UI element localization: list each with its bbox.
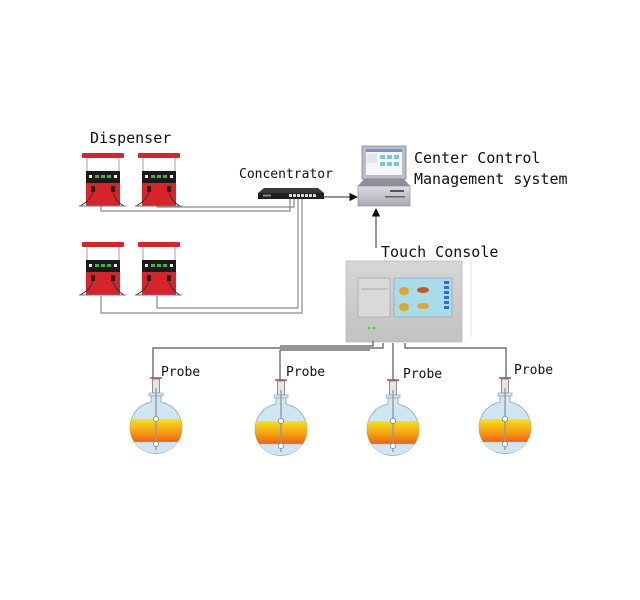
- center-control-computer[interactable]: [357, 145, 411, 207]
- dispenser-2[interactable]: [134, 152, 183, 207]
- probe-label-3: Probe: [403, 367, 442, 382]
- touch-console-label: Touch Console: [381, 243, 498, 261]
- dispenser-1[interactable]: [78, 152, 127, 207]
- dispenser-wiring: [100, 199, 303, 314]
- tank-2[interactable]: [251, 380, 311, 456]
- probe-label-2: Probe: [286, 365, 325, 380]
- dispenser-3[interactable]: [78, 241, 127, 296]
- center-control-label-line2: Management system: [414, 170, 568, 188]
- tank-3[interactable]: [363, 380, 423, 456]
- dispenser-4[interactable]: [134, 241, 183, 296]
- probe-label-4: Probe: [514, 363, 553, 378]
- concentrator-switch[interactable]: [258, 188, 324, 199]
- probe-wiring: [152, 341, 507, 380]
- touch-console[interactable]: [345, 260, 463, 343]
- console-screen: [393, 277, 453, 318]
- concentrator-label: Concentrator: [239, 167, 333, 182]
- tank-4[interactable]: [475, 378, 535, 454]
- dispenser-label: Dispenser: [90, 129, 171, 147]
- center-control-label-line1: Center Control: [414, 149, 540, 167]
- probe-label-1: Probe: [161, 365, 200, 380]
- tank-1[interactable]: [126, 378, 186, 454]
- printer-slot: [357, 277, 391, 318]
